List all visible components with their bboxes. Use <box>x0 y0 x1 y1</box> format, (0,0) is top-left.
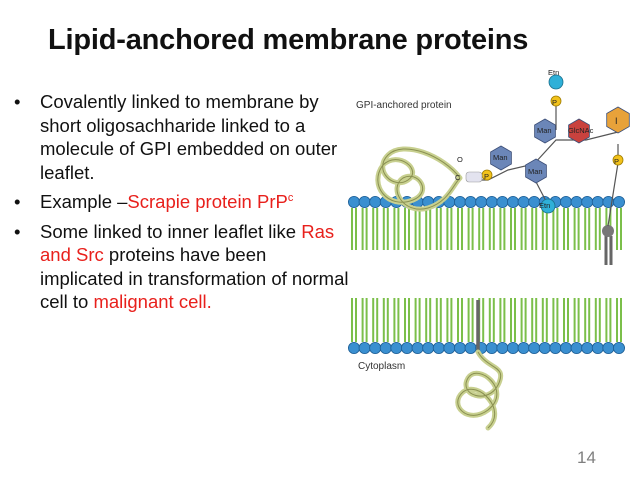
protein-coils <box>375 146 503 431</box>
lipid-head <box>358 195 371 208</box>
gpi-membrane-diagram: GPI-anchored protein Cytoplasm Etn Etn M… <box>348 60 638 440</box>
etn-circle <box>540 198 556 214</box>
lipid-head <box>506 341 519 354</box>
lipid-head <box>454 341 467 354</box>
inositol-label: I <box>615 116 618 126</box>
bullet-3-highlight-malignant: malignant cell. <box>93 291 212 312</box>
man-1-label: Man <box>537 126 552 135</box>
etn-bottom-label: Etn <box>539 201 551 210</box>
lipid-head <box>485 195 498 208</box>
lipid-head <box>390 341 403 354</box>
lipid-head <box>549 341 562 354</box>
phosphate-lipid-link <box>607 162 619 227</box>
glcnac-label: GlcNAc <box>568 126 594 135</box>
membrane-illustration <box>348 74 630 431</box>
lipid-head <box>570 341 583 354</box>
man-3-label: Man <box>528 167 543 176</box>
lipid-head <box>591 341 604 354</box>
bullet-3-before: Some linked to inner leaflet like <box>40 220 302 242</box>
phosphate-right-label: P <box>614 157 620 166</box>
lipid-head <box>454 195 467 208</box>
lipid-head <box>348 341 360 354</box>
lipid-head <box>581 341 594 354</box>
lipid-head <box>379 341 392 354</box>
glcnac-hexagon <box>568 118 590 144</box>
bullet-item-3: Some linked to inner leaflet like Ras an… <box>14 220 354 314</box>
page-number: 14 <box>577 448 596 467</box>
lipid-head <box>581 195 594 208</box>
bullet-3-middle: proteins have been implicated in transfo… <box>40 244 349 312</box>
bullet-item-2: Example –Scrapie protein PrPc <box>14 190 354 214</box>
phosphate-top-label: P <box>552 98 558 107</box>
lipid-head <box>475 195 488 208</box>
lipid-head <box>485 341 498 354</box>
lipid-head <box>559 341 572 354</box>
man-hexagon <box>525 158 547 184</box>
lipid-head <box>517 195 530 208</box>
lipid-head <box>602 341 615 354</box>
bullet-2-highlight: Scrapie protein PrP <box>127 191 288 212</box>
lipid-head <box>612 195 625 208</box>
cytoplasm-label: Cytoplasm <box>358 361 406 372</box>
bullet-list: Covalently linked to membrane by short o… <box>14 90 354 320</box>
lipid-head <box>528 341 541 354</box>
lipid-head <box>411 341 424 354</box>
etn-circle <box>548 74 564 90</box>
bullet-item-1: Covalently linked to membrane by short o… <box>14 90 354 184</box>
lipid-head <box>506 195 519 208</box>
gpi-anchored-protein-label: GPI-anchored protein <box>356 100 452 111</box>
lipid-head <box>496 341 509 354</box>
phosphate-circle <box>550 95 562 107</box>
lipid-head <box>348 195 360 208</box>
lipid-head <box>464 341 477 354</box>
lipid-head <box>401 341 414 354</box>
lipid-head <box>358 341 371 354</box>
phosphate-circle <box>612 154 624 166</box>
bullet-3-highlight-ras-src: Ras and Src <box>40 220 335 266</box>
lipid-head <box>496 195 509 208</box>
oxygen-label: O <box>457 155 463 164</box>
inner-protein-coil-outline <box>457 351 501 429</box>
gpi-protein-coil-outline <box>377 148 461 210</box>
etn-link-box <box>465 171 483 183</box>
etn-top-label: Etn <box>548 68 560 77</box>
lipid-head <box>464 195 477 208</box>
carbonyl-label: C <box>455 173 461 182</box>
man-hexagon <box>490 145 512 171</box>
lipid-head <box>612 341 625 354</box>
lipid-bilayer <box>348 195 625 354</box>
lipid-head <box>517 341 530 354</box>
lipid-head <box>369 195 382 208</box>
bullet-1-text: Covalently linked to membrane by short o… <box>40 91 338 183</box>
anchor-lipid-head <box>602 225 614 237</box>
lipid-head <box>570 195 583 208</box>
bullet-2-superscript: c <box>287 191 294 204</box>
slide-title: Lipid-anchored membrane proteins <box>48 24 529 56</box>
phosphate-label: P <box>484 172 490 181</box>
lipid-head <box>559 195 572 208</box>
lipid-head <box>422 341 435 354</box>
gpi-glycan-anchor <box>465 74 630 227</box>
bullet-2-prefix: Example – <box>40 191 128 212</box>
lipid-head <box>443 341 456 354</box>
lipid-head <box>538 341 551 354</box>
man-hexagon <box>534 118 556 144</box>
lipid-head <box>432 341 445 354</box>
lipid-head <box>369 341 382 354</box>
lipid-head <box>591 195 604 208</box>
inositol-hexagon <box>606 106 630 134</box>
man-2-label: Man <box>493 153 508 162</box>
